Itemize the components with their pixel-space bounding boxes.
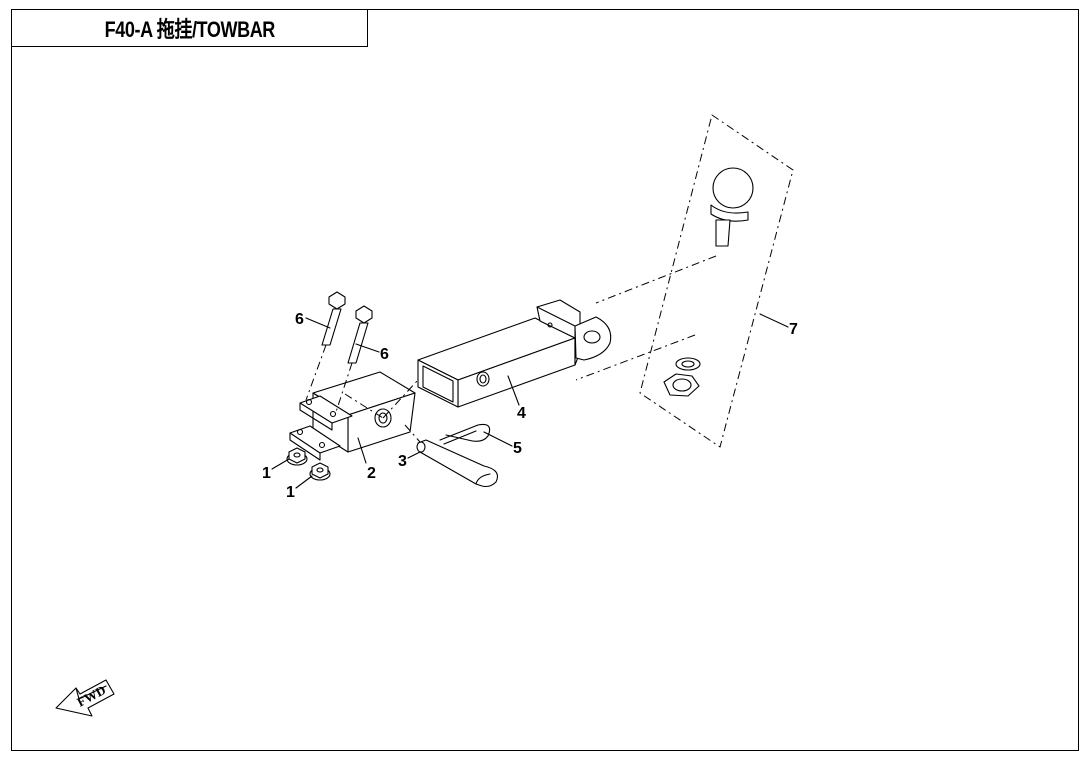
part-4-receiver-tube: [417, 299, 612, 408]
callout-1-right: 1: [286, 484, 295, 501]
callout-5: 5: [513, 440, 522, 457]
callout-4: 4: [517, 405, 526, 422]
part-1-nut-left: [286, 447, 308, 466]
callout-3: 3: [398, 453, 407, 470]
part-7-hex-nut: [663, 373, 700, 397]
leader-lines: [271, 313, 789, 489]
callout-6-left: 6: [295, 311, 304, 328]
page-title: F40-A 拖挂/TOWBAR: [104, 17, 275, 42]
part-2-mount-bracket: [289, 371, 419, 461]
part-1-nut-right: [309, 462, 331, 481]
callout-1-left: 1: [262, 465, 271, 482]
part-7-hitch-ball: [710, 167, 754, 247]
callout-2: 2: [367, 465, 376, 482]
part-6-bolt-left: [305, 291, 346, 401]
callout-7: 7: [789, 321, 798, 338]
part-7-lock-washer: [675, 357, 701, 371]
forward-direction-arrow-icon: FWD: [55, 679, 115, 717]
part-5-hair-pin-clip: [439, 423, 491, 445]
part-3-hitch-pin: [404, 424, 499, 488]
title-block: F40-A 拖挂/TOWBAR: [11, 9, 368, 47]
callout-6-right: 6: [380, 346, 389, 363]
part-7-group-outline: [575, 114, 794, 448]
part-6-bolt-right: [335, 305, 373, 413]
drawing-frame: [11, 9, 1079, 751]
